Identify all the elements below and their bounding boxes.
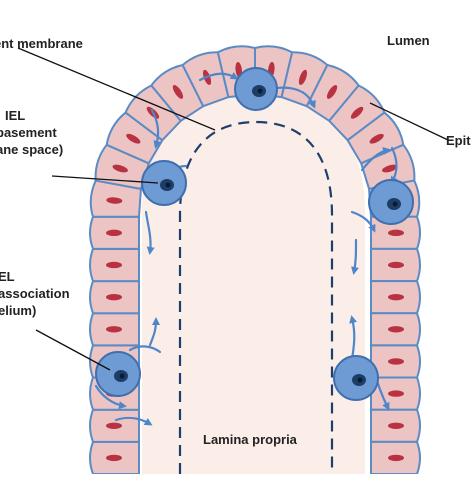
label-iel-basement-line2: ane space) bbox=[0, 142, 63, 157]
iel-right-lower bbox=[333, 355, 379, 401]
cell-nucleus bbox=[172, 85, 184, 99]
arrow-left-upper-in bbox=[150, 108, 162, 149]
cell-nucleus bbox=[106, 197, 123, 204]
callout-lines bbox=[17, 47, 449, 371]
migration-arrows bbox=[94, 71, 399, 426]
cell-nucleus bbox=[106, 293, 122, 301]
cell-nucleus bbox=[106, 229, 122, 237]
cell-nucleus bbox=[388, 293, 404, 301]
iel-right-upper bbox=[368, 179, 414, 225]
label-basement-membrane: ent membrane bbox=[0, 36, 83, 51]
label-iel-basement-title: IEL bbox=[5, 108, 25, 123]
cell-nucleus bbox=[112, 164, 128, 173]
arrow-right-mid-down bbox=[351, 238, 359, 275]
cell-nucleus bbox=[326, 85, 338, 99]
cell-nucleus bbox=[388, 454, 404, 462]
leader-basement-membrane bbox=[17, 47, 216, 131]
arrow-left-mid-down bbox=[144, 210, 155, 255]
cell-nucleus bbox=[126, 133, 141, 144]
arrow-top-right bbox=[274, 86, 316, 109]
cell-nucleus bbox=[382, 164, 398, 173]
cell-nucleus bbox=[388, 326, 404, 333]
cell-nucleus bbox=[388, 390, 404, 397]
label-iel-basement-line1: basement bbox=[0, 125, 57, 140]
label-lamina-propria: Lamina propria bbox=[203, 432, 298, 447]
cell-nucleus bbox=[106, 454, 122, 462]
label-lumen: Lumen bbox=[387, 33, 430, 48]
label-epithelium: Epit bbox=[446, 133, 471, 148]
label-iel-epithelium-line1: association bbox=[0, 286, 70, 301]
cell-nucleus bbox=[388, 261, 404, 269]
iel-top bbox=[234, 67, 278, 111]
cell-nucleus bbox=[106, 326, 122, 333]
basement-membrane-line bbox=[178, 120, 334, 474]
arrow-right-mid-in bbox=[350, 210, 376, 233]
intraepithelial-lymphocytes bbox=[95, 67, 414, 401]
iel-left-basement bbox=[141, 160, 187, 206]
leader-iel-basement bbox=[51, 175, 159, 184]
arrow-left-lower-up bbox=[148, 317, 160, 347]
cell-nucleus bbox=[388, 358, 404, 365]
arrow-left-lower-right bbox=[128, 345, 162, 354]
cell-nucleus bbox=[106, 261, 122, 269]
leader-epithelium bbox=[369, 102, 449, 141]
label-iel-epithelium-title: EL bbox=[0, 269, 15, 284]
cell-nucleus bbox=[388, 229, 404, 237]
iel-left-epithelium bbox=[95, 351, 141, 397]
cell-nucleus bbox=[369, 133, 384, 144]
lamina-propria-core bbox=[142, 95, 365, 474]
leader-iel-epithelium bbox=[35, 329, 111, 371]
cell-nucleus bbox=[298, 69, 308, 86]
label-iel-epithelium-line2: elium) bbox=[0, 303, 36, 318]
arrow-top-left bbox=[198, 71, 239, 82]
arrow-right-upper bbox=[360, 147, 391, 172]
arrow-left-bottom-loop bbox=[94, 384, 127, 410]
arrow-left-bottom-out bbox=[114, 416, 153, 426]
cell-nucleus bbox=[106, 422, 122, 429]
cell-nucleus bbox=[350, 106, 364, 119]
cell-nucleus bbox=[388, 422, 404, 429]
